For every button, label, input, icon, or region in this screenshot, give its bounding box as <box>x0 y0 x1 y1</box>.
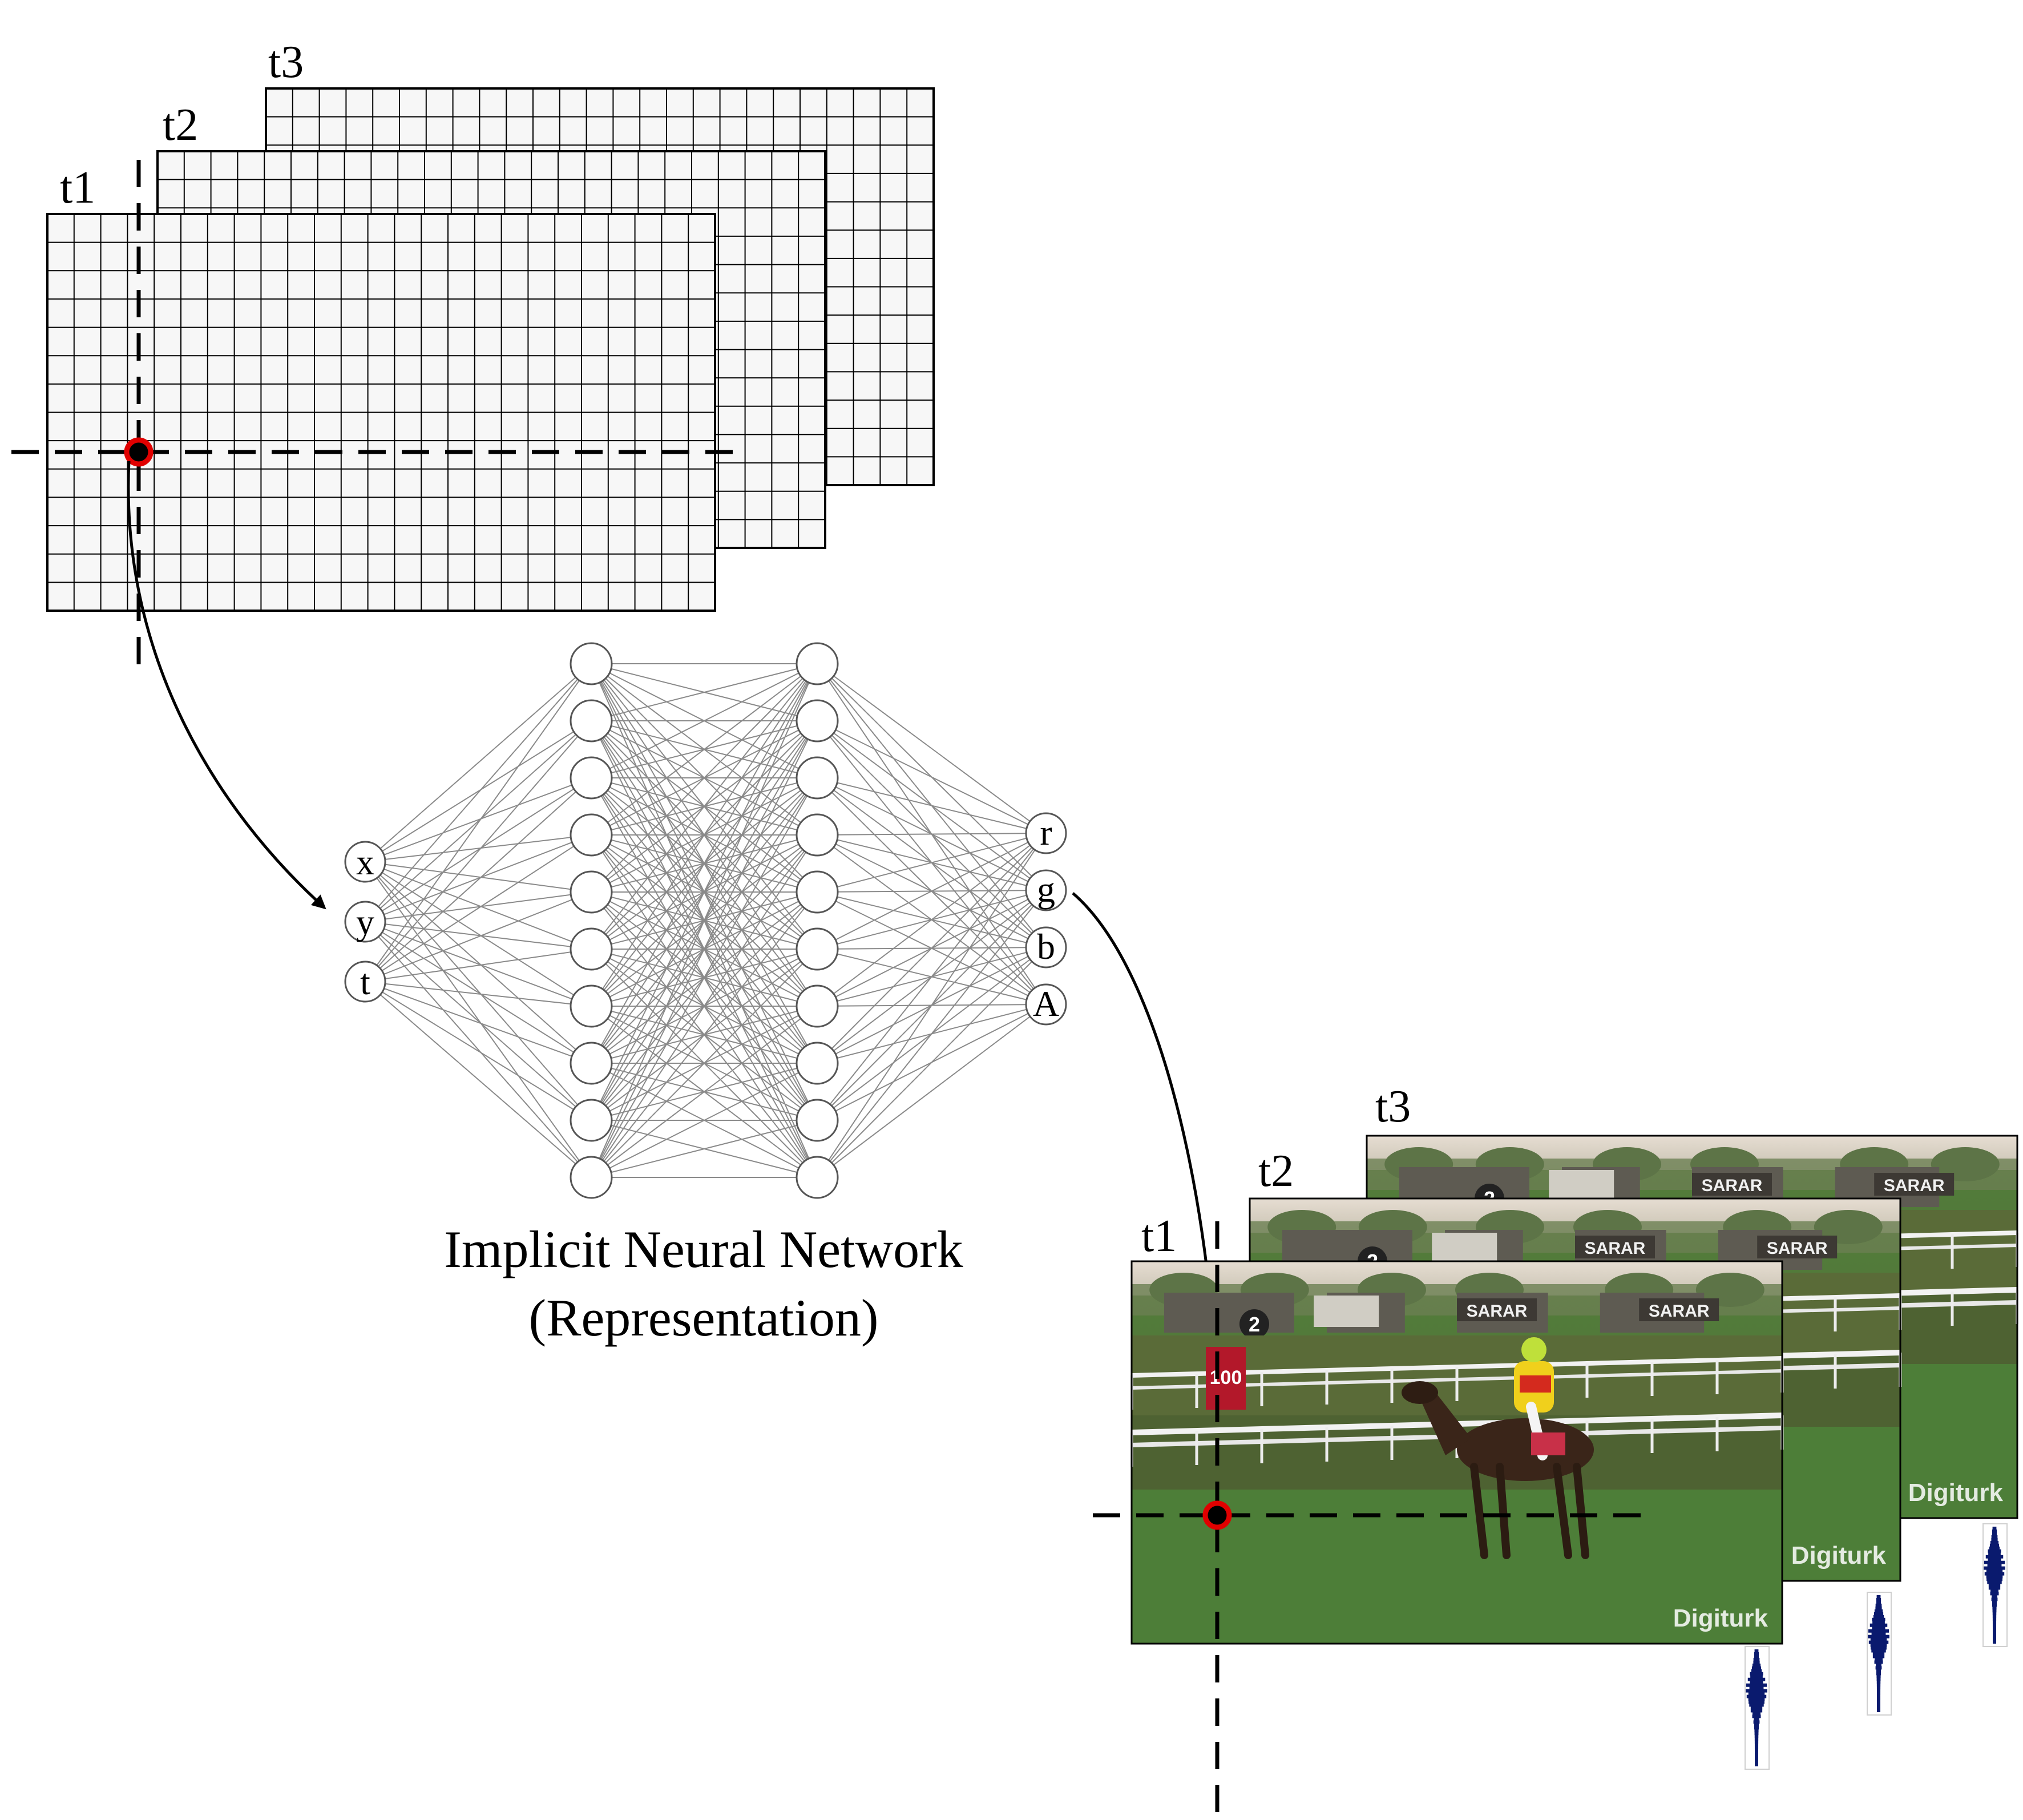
coordinate-grid-t1 <box>46 213 716 612</box>
coordinate-grids <box>46 87 935 612</box>
hidden-neuron-l1-8 <box>570 1042 613 1085</box>
input-label-y: y <box>356 902 374 942</box>
output-neuron-A <box>1025 983 1067 1026</box>
output-label-r: r <box>1040 812 1052 853</box>
billboard-sign <box>1692 1173 1772 1196</box>
billboard-sign <box>1639 1298 1719 1321</box>
input-neuron-x <box>344 841 386 883</box>
frame-label-t2: t2 <box>1258 1146 1294 1196</box>
hidden-neuron-l2-1 <box>796 642 839 685</box>
watermark-logo: Digiturk <box>1673 1604 1768 1632</box>
audio-waveform-t3 <box>1982 1523 2008 1647</box>
audio-waveforms <box>1745 1523 2008 1770</box>
frame-label-t3: t3 <box>1375 1081 1411 1132</box>
watermark-logo: Digiturk <box>1908 1479 2004 1507</box>
hidden-neuron-l2-5 <box>796 870 839 914</box>
hidden-neuron-l2-10 <box>796 1156 839 1199</box>
output-neuron-r <box>1025 812 1067 854</box>
hidden-neuron-l1-6 <box>570 927 613 971</box>
grid-label-t3: t3 <box>268 37 304 87</box>
hidden-neuron-l1-2 <box>570 699 613 742</box>
hidden-neuron-l1-1 <box>570 642 613 685</box>
post-number: 2 <box>1249 1313 1260 1336</box>
hidden-neuron-l1-10 <box>570 1156 613 1199</box>
output-label-b: b <box>1037 926 1055 967</box>
audio-waveform-t2 <box>1867 1592 1892 1716</box>
billboard-sign <box>1874 1173 1955 1196</box>
hidden-neuron-l2-3 <box>796 756 839 800</box>
billboard-text: SARAR <box>1585 1239 1646 1258</box>
billboard-text: SARAR <box>1649 1302 1710 1321</box>
grid-label-t2: t2 <box>163 100 198 150</box>
hidden-neuron-l2-4 <box>796 813 839 857</box>
output-neuron-b <box>1025 926 1067 968</box>
billboard-text: SARAR <box>1767 1239 1828 1258</box>
input-neuron-y <box>344 901 386 943</box>
hidden-neuron-l1-7 <box>570 984 613 1028</box>
network-caption-title: Implicit Neural Network <box>444 1220 963 1278</box>
network-connections <box>365 663 1047 1178</box>
output-neuron-g <box>1025 869 1067 911</box>
hidden-neuron-l2-7 <box>796 984 839 1028</box>
input-neuron-t <box>344 961 386 1003</box>
billboard-text: SARAR <box>1467 1302 1528 1321</box>
distance-marker: 100 <box>1210 1367 1242 1389</box>
hidden-neuron-l2-6 <box>796 927 839 971</box>
output-label-g: g <box>1037 869 1055 910</box>
billboard-sign <box>1757 1236 1838 1258</box>
network-caption-subtitle: (Representation) <box>528 1289 878 1347</box>
frame-sample-point <box>1202 1500 1232 1530</box>
audio-waveform-t1 <box>1745 1646 1770 1770</box>
input-label-x: x <box>356 842 374 882</box>
video-frames: SARARSARAR2100DigiturkSARARSARAR2100Digi… <box>1130 1135 2019 1645</box>
output-label-A: A <box>1033 983 1059 1024</box>
input-label-t: t <box>360 962 370 1002</box>
watermark-logo: Digiturk <box>1791 1541 1887 1569</box>
hidden-neuron-l1-5 <box>570 870 613 914</box>
hidden-neuron-l1-9 <box>570 1099 613 1142</box>
hidden-neuron-l1-3 <box>570 756 613 800</box>
hidden-neuron-l1-4 <box>570 813 613 857</box>
grid-label-t1: t1 <box>60 163 95 213</box>
billboard-sign <box>1575 1236 1655 1258</box>
hidden-neuron-l2-8 <box>796 1042 839 1085</box>
billboard-sign <box>1457 1298 1537 1321</box>
hidden-neuron-l2-9 <box>796 1099 839 1142</box>
hidden-neuron-l2-2 <box>796 699 839 742</box>
billboard-text: SARAR <box>1884 1176 1945 1195</box>
input-mapping-arrow <box>127 461 326 910</box>
frame-label-t1: t1 <box>1141 1211 1177 1261</box>
grid-sample-point <box>124 437 154 467</box>
billboard-text: SARAR <box>1702 1176 1763 1195</box>
